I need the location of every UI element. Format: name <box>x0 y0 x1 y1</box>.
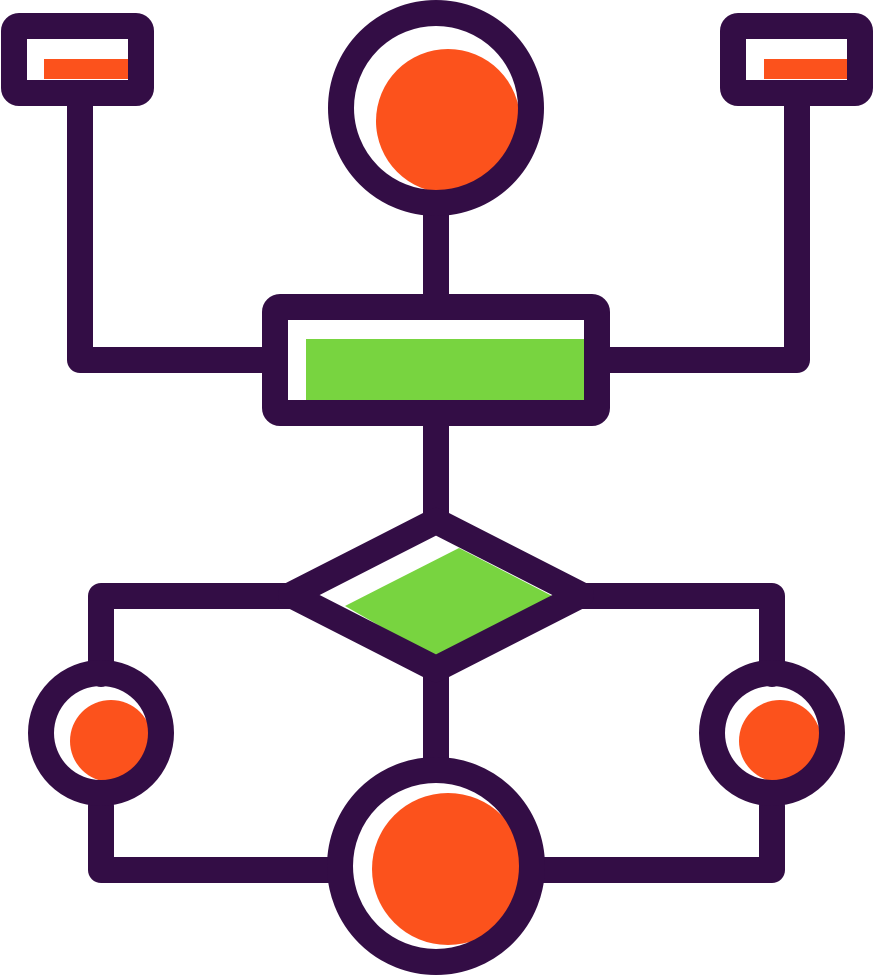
process-box-fill <box>306 339 590 401</box>
top-left-box-fill <box>44 59 130 79</box>
process-box <box>262 294 610 426</box>
left-return <box>88 793 351 883</box>
top-node <box>328 0 544 216</box>
bottom-node-fill <box>372 793 524 945</box>
right-return <box>521 793 785 883</box>
bottom-node <box>327 757 545 975</box>
right-connector-top <box>592 86 810 373</box>
left-node <box>28 660 174 806</box>
right-node-fill <box>739 700 821 782</box>
top-node-fill <box>376 49 520 193</box>
right-branch <box>567 583 785 687</box>
left-node-fill <box>70 700 152 782</box>
decision-diamond <box>278 508 594 682</box>
decision-diamond-fill <box>345 548 556 659</box>
top-left-box <box>1 13 154 106</box>
top-right-box-fill <box>764 59 849 79</box>
right-node <box>699 660 845 806</box>
top-right-box <box>720 13 873 106</box>
left-connector-top <box>67 86 280 373</box>
left-branch <box>88 583 305 687</box>
